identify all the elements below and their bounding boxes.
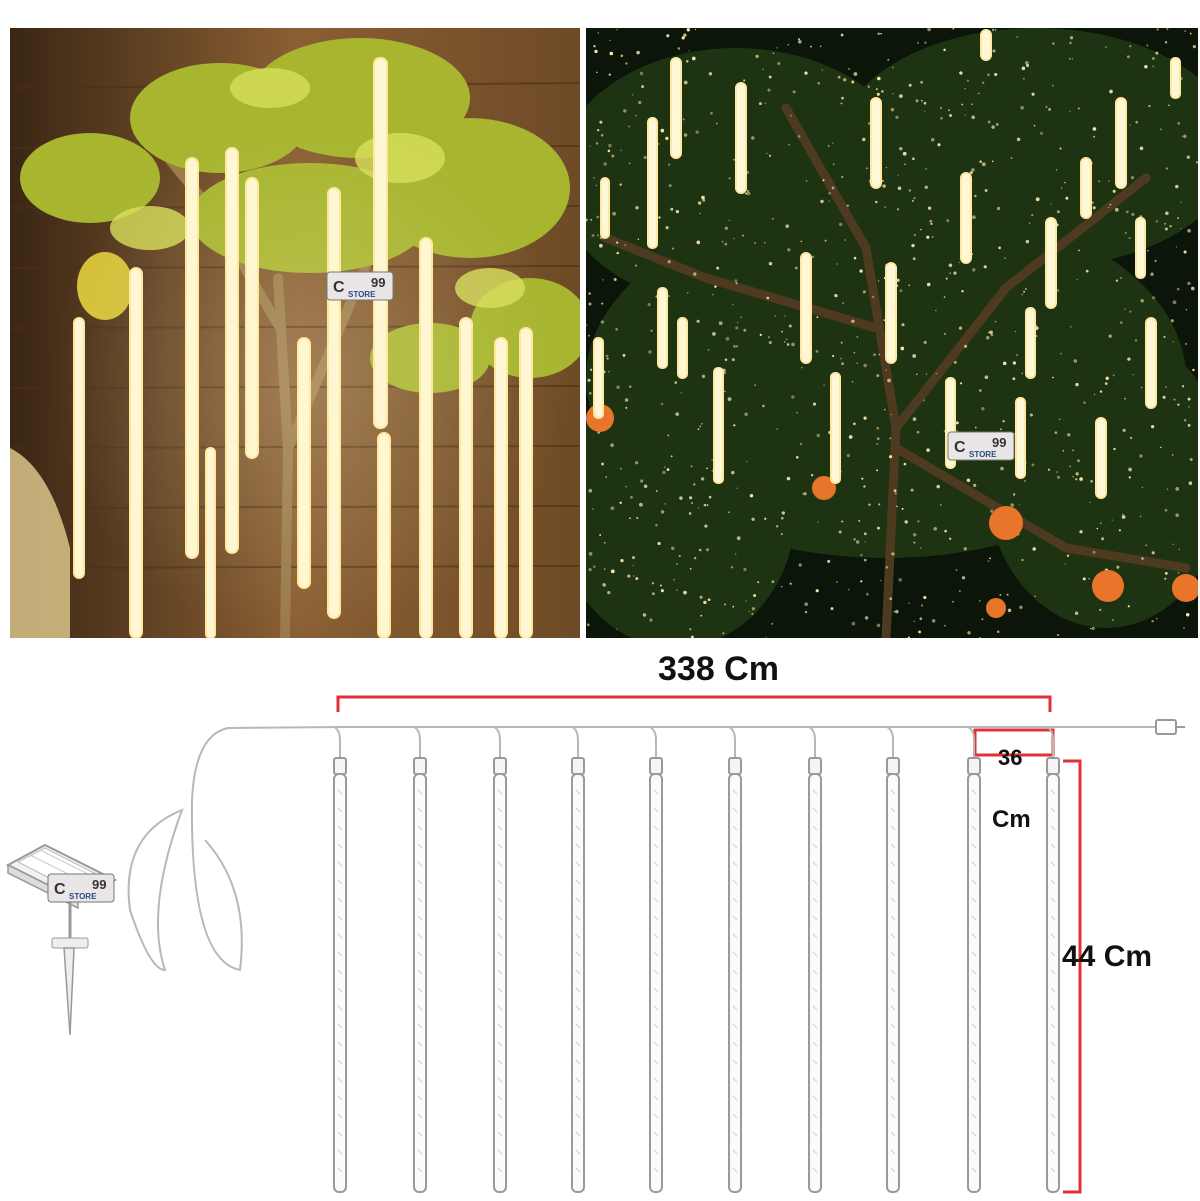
dimension-diagram-drawing [5,695,1185,1194]
night-tree-scene [586,28,1198,638]
svg-text:99: 99 [992,435,1006,450]
photo-lemon-tree-lights: C STORE 99 [10,28,580,638]
svg-text:STORE: STORE [348,290,376,299]
spacing-bracket [973,728,1055,757]
wire-coil [127,808,184,972]
wire-loop [190,726,341,972]
spacing-value-label: 36 [998,745,1023,770]
svg-text:99: 99 [371,275,385,290]
light-tube [413,726,427,1193]
light-tube [967,726,981,1193]
store-logo: C STORE 99 [46,870,116,906]
svg-text:C: C [333,279,345,296]
photo-night-tree-lights: C STORE 99 [586,28,1198,638]
light-tube [1046,726,1060,1193]
tube-length-label: 44 Cm [1062,940,1153,973]
light-tube [649,726,663,1193]
plug-connector-icon [1155,719,1185,735]
lemon-tree-scene [10,28,580,638]
light-tube [808,726,822,1193]
total-width-bracket [336,695,1052,712]
store-logo-icon: C STORE 99 [47,873,115,903]
svg-text:C: C [54,881,66,898]
store-logo: C STORE 99 [946,428,1016,464]
store-logo: C STORE 99 [325,268,395,304]
svg-text:STORE: STORE [969,450,997,459]
spacing-unit-label: Cm [992,806,1031,833]
light-tube [728,726,742,1193]
store-logo-icon: C STORE 99 [947,431,1015,461]
light-tube [333,726,347,1193]
length-bracket [1063,759,1082,1194]
svg-text:STORE: STORE [69,892,97,901]
svg-text:C: C [954,439,966,456]
tube-group [333,726,1060,1193]
light-tube [571,726,585,1193]
light-tube [886,726,900,1193]
product-dimension-diagram: C STORE 99 338 Cm 36 Cm 44 Cm [0,640,1200,1201]
light-tube [493,726,507,1193]
svg-text:99: 99 [92,877,106,892]
store-logo-icon: C STORE 99 [326,271,394,301]
total-width-label: 338 Cm [658,650,779,688]
